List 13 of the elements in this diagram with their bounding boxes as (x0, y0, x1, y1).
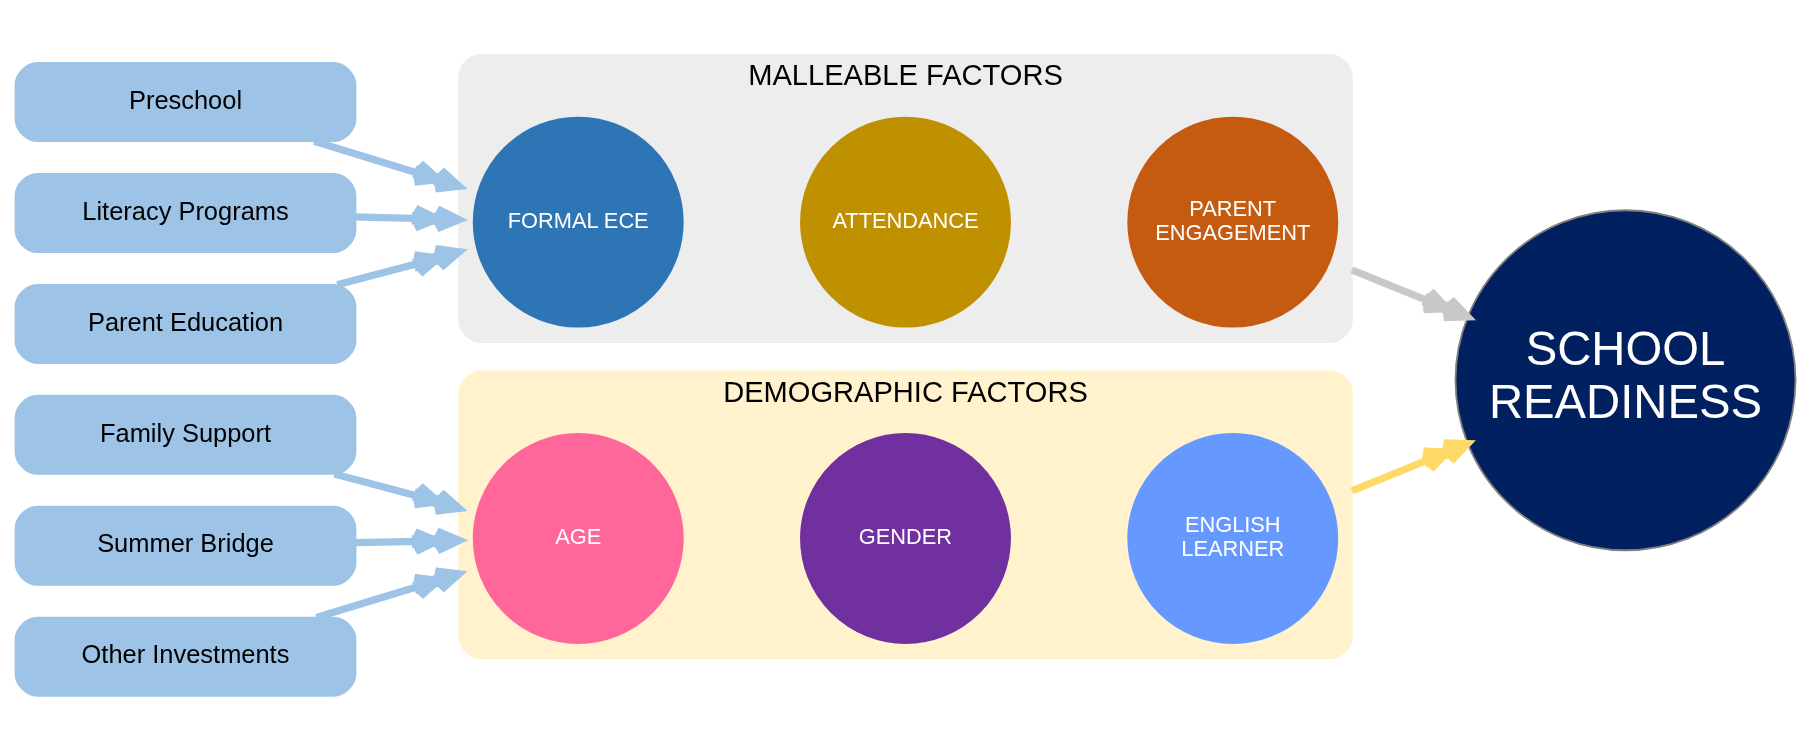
node-box: Literacy Programs (14, 172, 357, 253)
node-circle: PARENT ENGAGEMENT (1127, 116, 1339, 328)
node-box: Other Investments (14, 616, 357, 697)
node-box: Summer Bridge (14, 505, 357, 586)
node-box: Family Support (14, 394, 357, 475)
node-circle: ENGLISH LEARNER (1127, 432, 1339, 644)
node-circle: GENDER (800, 432, 1011, 644)
node-box: Parent Education (14, 283, 357, 364)
node-circle: FORMAL ECE (472, 116, 684, 328)
node-circle: AGE (472, 432, 684, 644)
node-circle: ATTENDANCE (800, 116, 1011, 328)
node-box: Preschool (14, 61, 357, 142)
node-circle: SCHOOL READINESS (1454, 208, 1797, 551)
